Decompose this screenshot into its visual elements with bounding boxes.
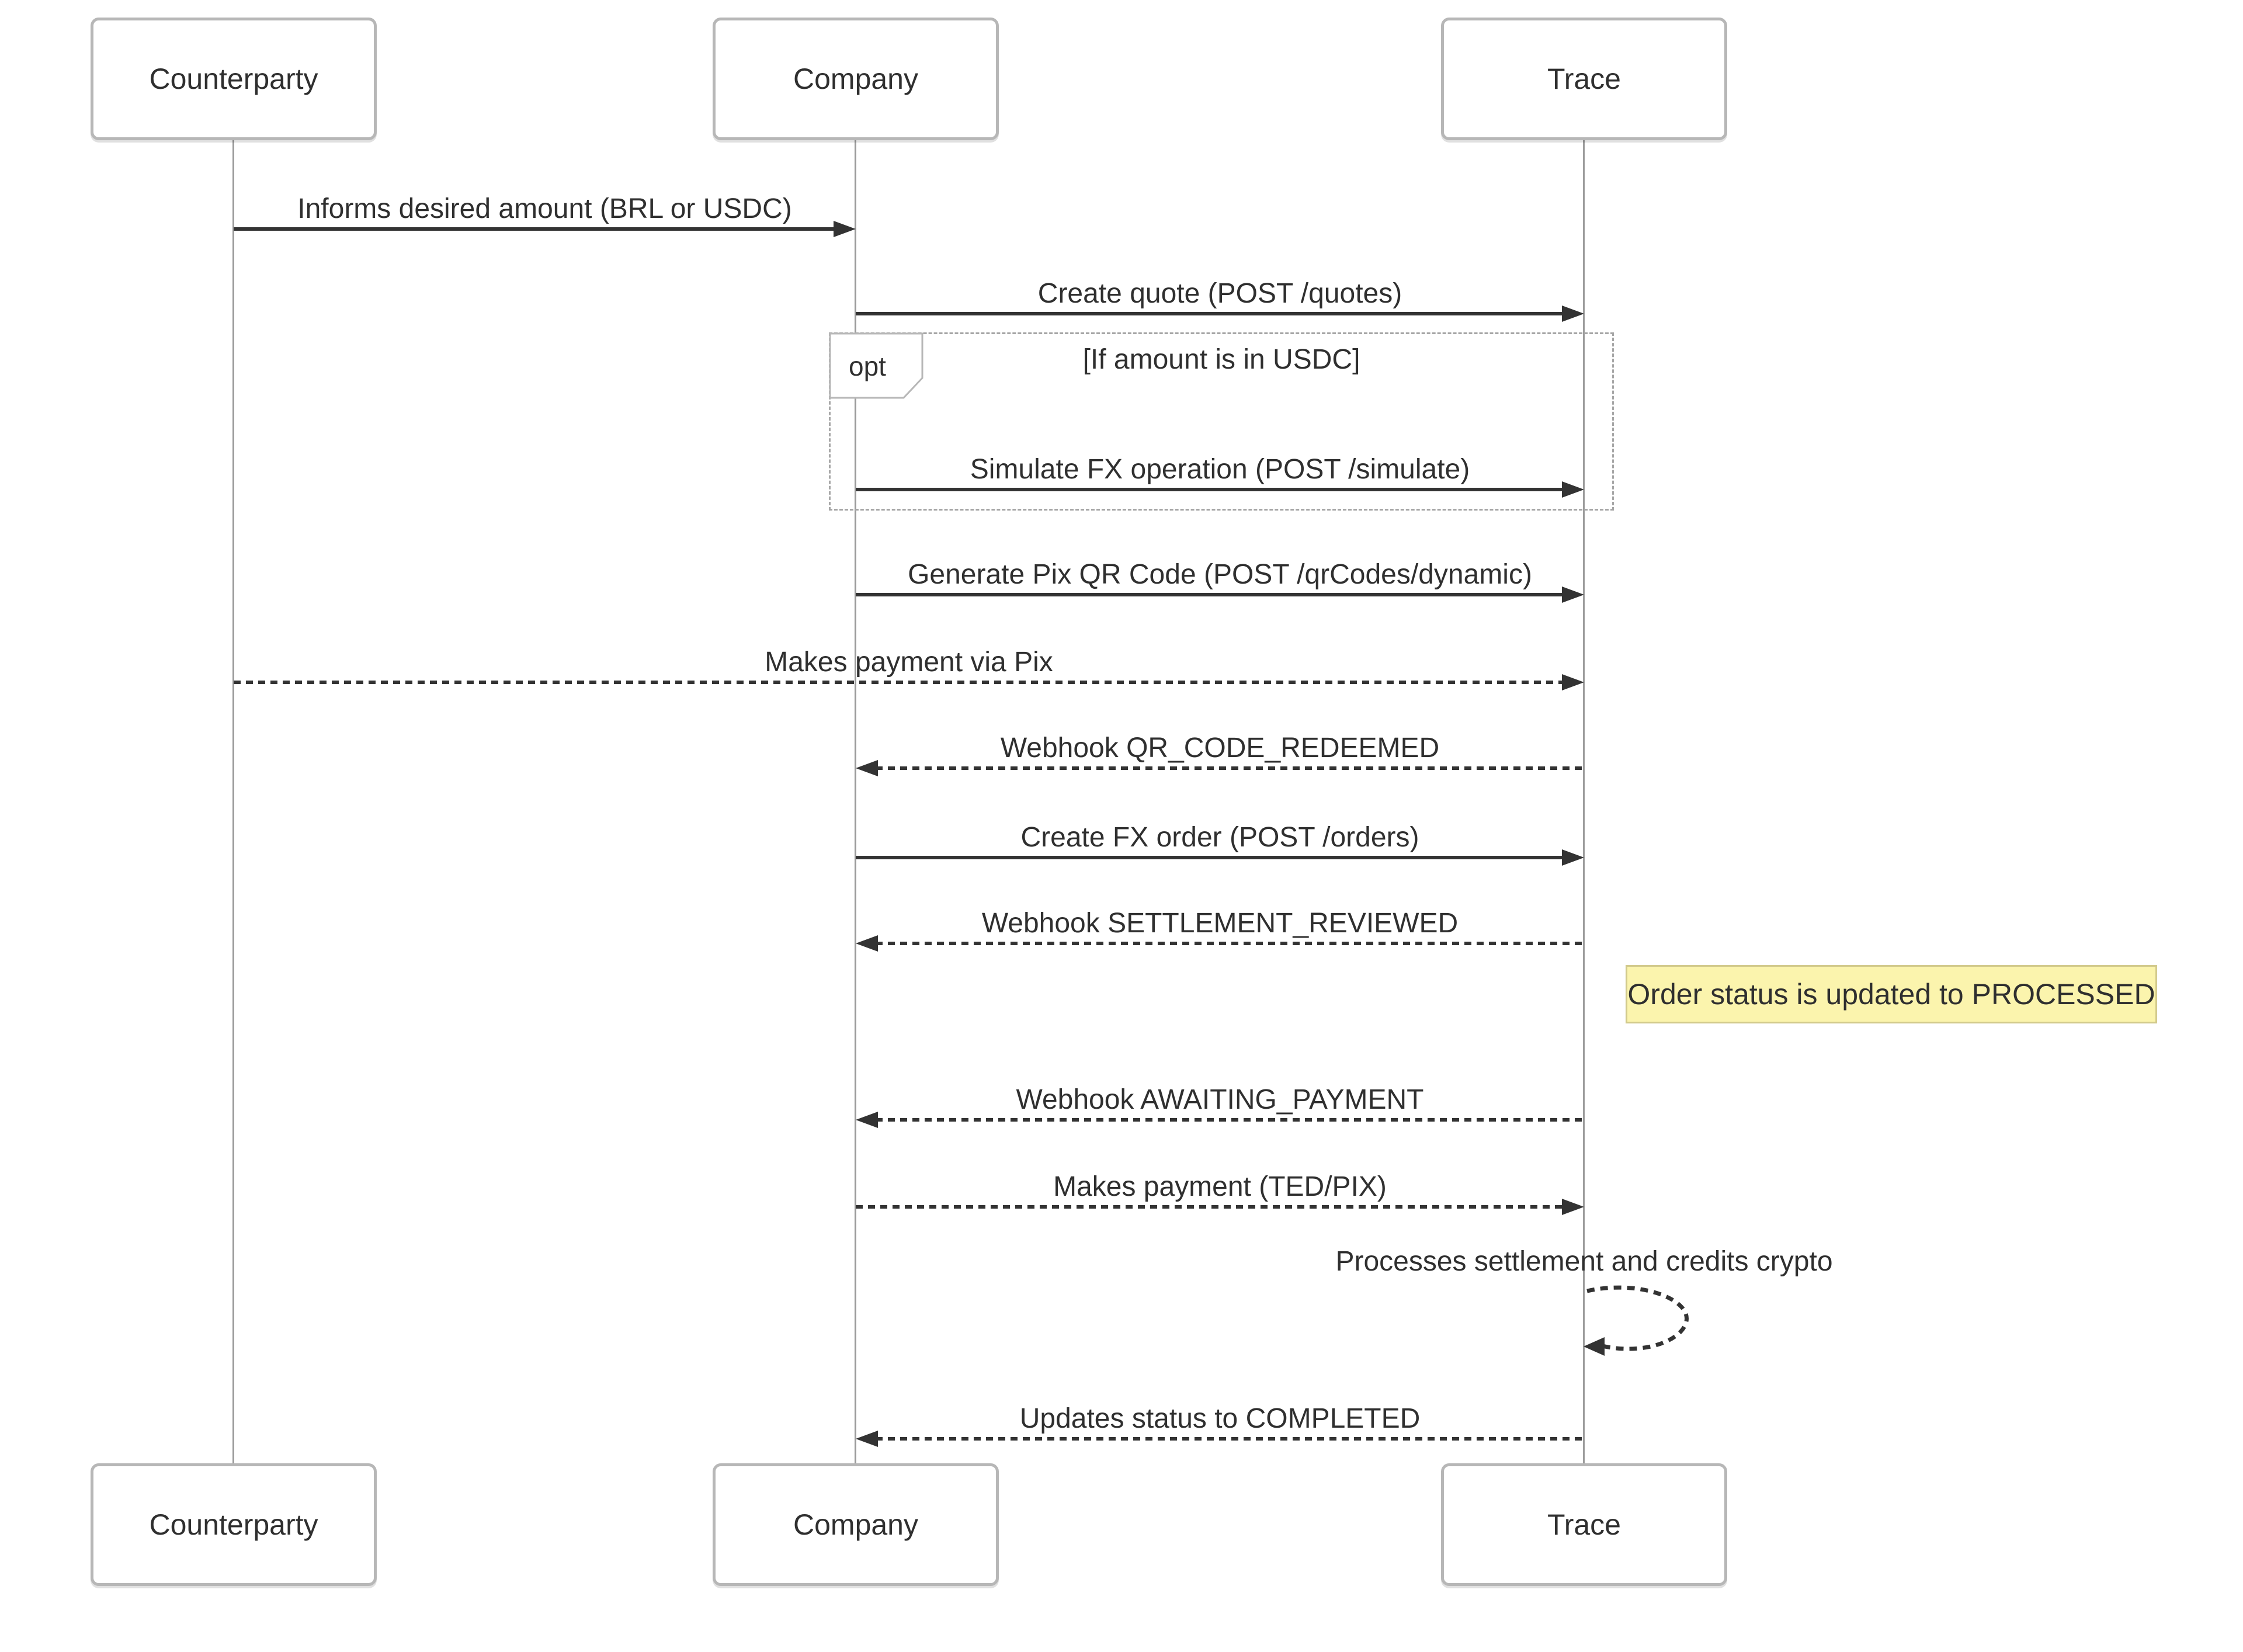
note-order-processed: Order status is updated to PROCESSED — [1626, 965, 2157, 1023]
arrowhead-right-icon — [1562, 849, 1584, 866]
arrowhead-left-icon — [856, 1431, 878, 1447]
message-10-line — [856, 1205, 1564, 1209]
lifeline-counterparty — [232, 140, 234, 1463]
opt-fragment-label: opt — [829, 332, 923, 399]
actor-label: Counterparty — [149, 63, 318, 95]
message-12-label: Updates status to COMPLETED — [1019, 1403, 1421, 1434]
message-7-label: Create FX order (POST /orders) — [1020, 822, 1419, 853]
message-4-label: Generate Pix QR Code (POST /qrCodes/dyna… — [908, 559, 1532, 590]
arrowhead-right-icon — [834, 221, 856, 237]
message-2-line — [856, 312, 1564, 315]
actor-label: Company — [793, 1508, 918, 1541]
actor-bottom-counterparty: Counterparty — [91, 1463, 377, 1586]
opt-fragment — [829, 332, 1614, 511]
actor-label: Trace — [1547, 63, 1621, 95]
message-8-label: Webhook SETTLEMENT_REVIEWED — [981, 908, 1459, 939]
actor-top-company: Company — [713, 18, 999, 140]
actor-label: Counterparty — [149, 1508, 318, 1541]
message-9-label: Webhook AWAITING_PAYMENT — [1016, 1084, 1424, 1115]
message-1-line — [234, 227, 836, 231]
message-6-label: Webhook QR_CODE_REDEEMED — [1000, 733, 1440, 763]
actor-label: Company — [793, 63, 918, 95]
message-7-line — [856, 856, 1564, 859]
svg-text:opt: opt — [849, 351, 886, 381]
message-3-label: Simulate FX operation (POST /simulate) — [970, 454, 1470, 485]
self-loop-icon — [1584, 1285, 1689, 1356]
arrowhead-left-icon — [856, 1112, 878, 1128]
message-10-label: Makes payment (TED/PIX) — [1053, 1171, 1387, 1202]
actor-top-trace: Trace — [1441, 18, 1727, 140]
lifeline-company — [855, 140, 856, 1463]
arrowhead-right-icon — [1562, 306, 1584, 322]
message-9-line — [876, 1118, 1584, 1122]
arrowhead-right-icon — [1562, 481, 1584, 498]
actor-top-counterparty: Counterparty — [91, 18, 377, 140]
message-11-label: Processes settlement and credits crypto — [1335, 1246, 1833, 1277]
actor-bottom-trace: Trace — [1441, 1463, 1727, 1586]
arrowhead-right-icon — [1562, 674, 1584, 690]
actor-bottom-company: Company — [713, 1463, 999, 1586]
lifeline-trace — [1583, 140, 1585, 1463]
actor-label: Trace — [1547, 1508, 1621, 1541]
message-1-label: Informs desired amount (BRL or USDC) — [297, 193, 792, 224]
message-3-line — [856, 488, 1564, 491]
message-5-line — [234, 681, 1564, 684]
opt-fragment-condition: [If amount is in USDC] — [1082, 344, 1360, 375]
note-text: Order status is updated to PROCESSED — [1627, 978, 2155, 1011]
arrowhead-right-icon — [1562, 586, 1584, 603]
arrowhead-right-icon — [1562, 1199, 1584, 1215]
message-5-label: Makes payment via Pix — [765, 647, 1053, 678]
message-4-line — [856, 593, 1564, 596]
message-8-line — [876, 942, 1584, 945]
message-2-label: Create quote (POST /quotes) — [1037, 278, 1402, 309]
arrowhead-left-icon — [856, 760, 878, 776]
message-12-line — [876, 1437, 1584, 1441]
arrowhead-left-icon — [856, 935, 878, 952]
message-6-line — [876, 766, 1584, 770]
